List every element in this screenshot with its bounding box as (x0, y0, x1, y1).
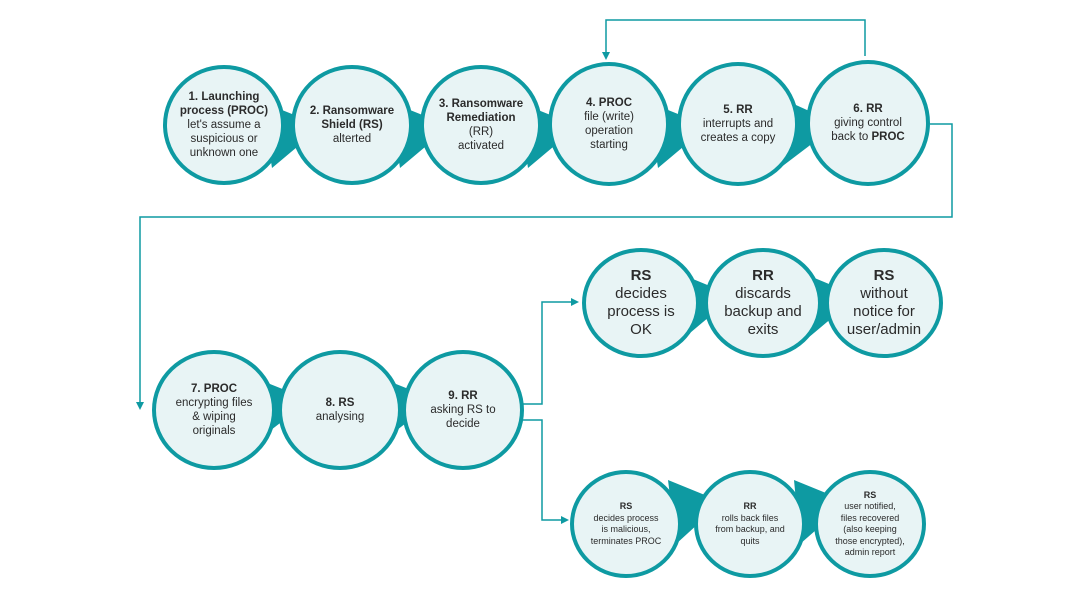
step-8-rs-analysing: 8. RS analysing (278, 350, 402, 470)
loop-arrow-6-to-4 (602, 19, 866, 60)
node-body: encrypting files & wiping originals (175, 397, 253, 437)
step-5-rr-copy: 5. RR interrupts and creates a copy (677, 62, 799, 186)
node-body: giving control back to PROC (831, 116, 905, 144)
node-title: RR (752, 267, 774, 284)
node-title: 4. PROC (585, 97, 632, 109)
node-body: user notified, files recovered (also kee… (835, 501, 905, 557)
branch-malicious-rs-terminates: RS decides process is malicious, termina… (570, 470, 682, 578)
step-2-ransomware-shield: 2. Ransomware Shield (RS) alterted (291, 65, 413, 185)
node-body: alterted (332, 133, 372, 145)
node-body: decides process is OK (607, 285, 675, 338)
step-6-rr-giving-control: 6. RR giving control back to PROC (806, 60, 930, 186)
node-body: let's assume a suspicious or unknown one (187, 119, 261, 159)
node-title: 1. Launching process (PROC) (179, 91, 269, 117)
node-body: asking RS to decide (430, 404, 496, 430)
node-title: 7. PROC (190, 383, 237, 395)
node-body: without notice for user/admin (846, 285, 922, 338)
arrow-9-to-malicious (520, 419, 569, 524)
branch-malicious-rs-notified: RS user notified, files recovered (also … (814, 470, 926, 578)
node-body-text: giving control back to (831, 117, 902, 143)
arrow-6-to-7 (136, 123, 953, 410)
node-title: RS (619, 501, 633, 511)
branch-ok-rr-discards: RR discards backup and exits (704, 248, 822, 358)
node-title: 8. RS (325, 397, 355, 409)
node-title: RS (630, 267, 652, 284)
step-7-proc-encrypting: 7. PROC encrypting files & wiping origin… (152, 350, 276, 470)
arrow-9-to-ok (520, 298, 579, 405)
node-title: 9. RR (448, 390, 478, 402)
step-3-ransomware-remediation: 3. Ransomware Remediation (RR) activated (420, 65, 542, 185)
node-title: 2. Ransomware Shield (RS) (309, 105, 395, 131)
node-title: RS (863, 489, 877, 500)
node-title: RR (743, 501, 757, 511)
node-body: interrupts and creates a copy (700, 118, 776, 144)
step-1-launching-process: 1. Launching process (PROC) let's assume… (163, 65, 285, 185)
node-body: file (write) operation starting (584, 111, 634, 151)
node-body: rolls back files from backup, and quits (715, 512, 785, 546)
step-4-proc-write: 4. PROC file (write) operation starting (548, 62, 670, 186)
node-body-bold: PROC (871, 131, 905, 143)
node-title: 6. RR (853, 103, 883, 115)
branch-ok-rs-no-notice: RS without notice for user/admin (825, 248, 943, 358)
branch-ok-rs-decides: RS decides process is OK (582, 248, 700, 358)
node-body: decides process is malicious, terminates… (590, 512, 662, 546)
node-body: analysing (315, 411, 365, 423)
branch-malicious-rr-rollback: RR rolls back files from backup, and qui… (694, 470, 806, 578)
node-title: 5. RR (723, 104, 753, 116)
node-title: 3. Ransomware Remediation (438, 98, 524, 124)
node-body: discards backup and exits (724, 285, 802, 338)
node-body: (RR) activated (457, 126, 505, 152)
node-title: RS (873, 267, 895, 284)
step-9-rr-asking-rs: 9. RR asking RS to decide (402, 350, 524, 470)
